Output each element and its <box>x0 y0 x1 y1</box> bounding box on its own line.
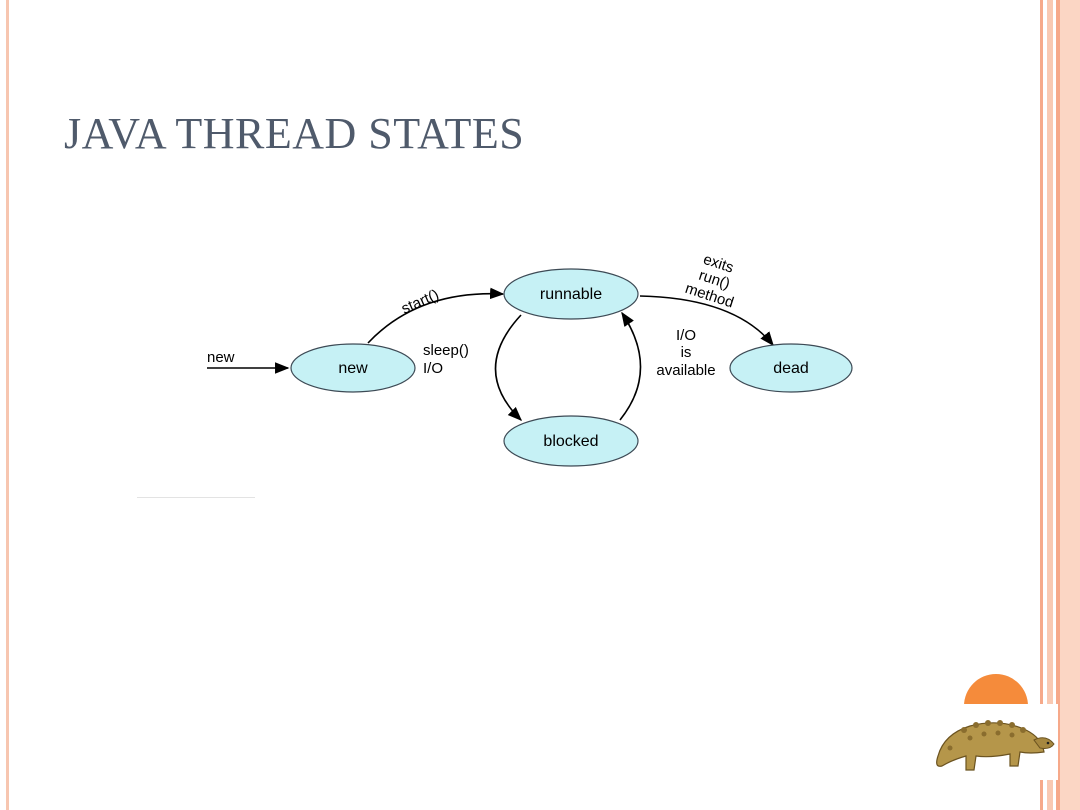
short-divider <box>137 497 255 498</box>
slide-title: JAVA THREAD STATES <box>64 109 525 158</box>
unblock-label-line1: I/O <box>676 327 696 344</box>
node-label-blocked: blocked <box>543 433 598 450</box>
unblock-label-line3: available <box>656 362 715 379</box>
node-label-runnable: runnable <box>540 286 602 303</box>
right-decorative-band <box>1032 0 1080 810</box>
dinosaur-mascot-image <box>930 704 1058 780</box>
node-label-new: new <box>338 360 368 377</box>
block-arrow <box>494 314 523 422</box>
block-label-line2: I/O <box>423 360 443 377</box>
state-node-dead: dead <box>729 343 853 393</box>
entry-label: new <box>207 349 235 366</box>
state-node-new: new <box>290 343 416 393</box>
exit-arrow <box>639 295 774 347</box>
state-node-blocked: blocked <box>503 415 639 467</box>
block-label-line1: sleep() <box>423 342 469 359</box>
state-node-runnable: runnable <box>503 268 639 320</box>
start-arrow <box>367 287 505 344</box>
start-label: start() <box>399 286 442 317</box>
unblock-arrow <box>619 311 642 421</box>
unblock-label-line2: is <box>681 344 692 361</box>
node-label-dead: dead <box>773 360 809 377</box>
left-border-line <box>6 0 9 810</box>
dinosaur-icon <box>936 720 1055 771</box>
